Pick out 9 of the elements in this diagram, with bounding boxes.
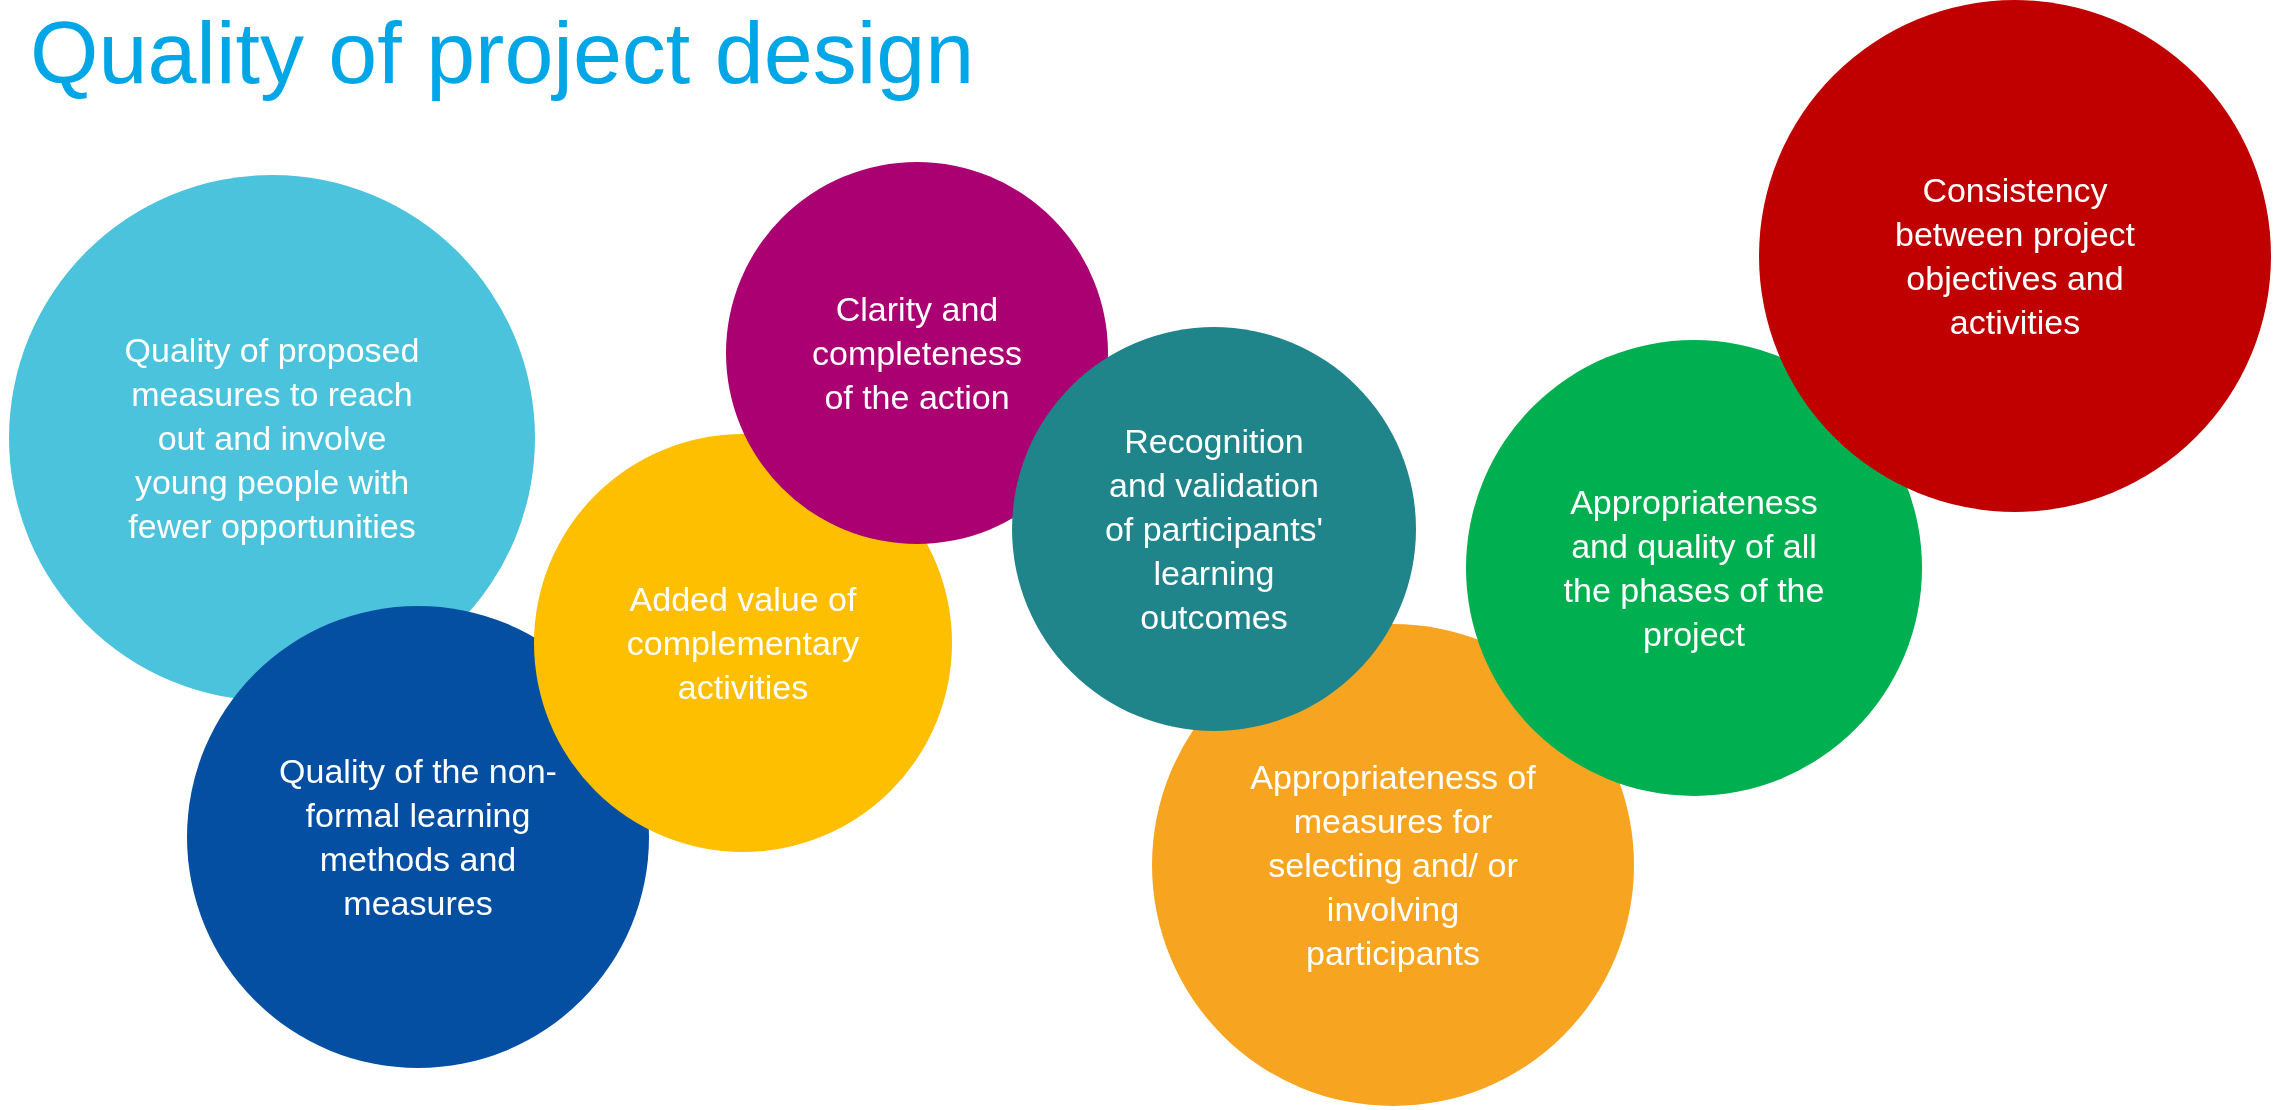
slide-title: Quality of project design xyxy=(30,2,975,104)
circle-text: Consistency between project objectives and activities xyxy=(1893,169,2136,344)
circle-text: Appropriateness of measures for selecting and/ or involving participants xyxy=(1249,756,1537,975)
circle-text: Clarity and completeness of the action xyxy=(811,288,1023,419)
circle-text: Appropriateness and quality of all the phases of the project xyxy=(1562,481,1826,656)
circle-text: Quality of proposed measures to reach out and involve young people with fewer opportunities xyxy=(123,329,421,548)
circle-text: Recognition and validation of participants' learning outcomes xyxy=(1103,420,1325,639)
circle-text: Added value of complementary activities xyxy=(625,578,861,709)
circle-text: Quality of the non-formal learning methods and measures xyxy=(278,750,558,925)
